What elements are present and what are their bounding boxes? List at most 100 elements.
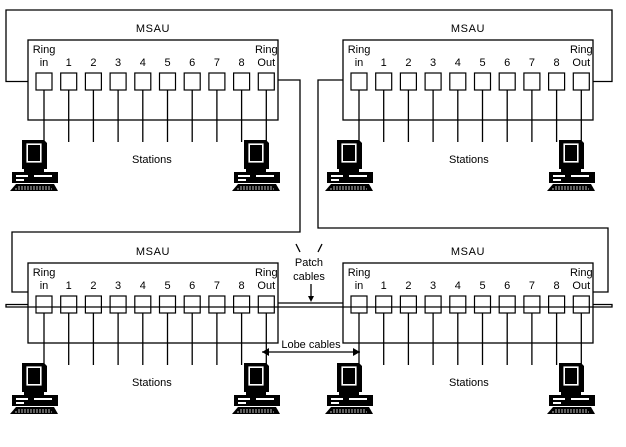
desktop-computer-icon: [546, 139, 596, 192]
port-3: [109, 72, 127, 91]
port-4-label: 4: [140, 57, 146, 69]
ring-out-port-label-line2: Out: [257, 280, 275, 292]
desktop-computer-icon: [231, 362, 281, 415]
port-6-label: 6: [189, 280, 195, 292]
msau-title: MSAU: [451, 246, 485, 258]
ring-out-port-label-line2: Out: [572, 57, 590, 69]
port-1-label: 1: [381, 280, 387, 292]
port-4-label: 4: [455, 57, 461, 69]
port-8: [547, 72, 566, 91]
port-4: [449, 72, 467, 91]
ring-in-port-label-line2: in: [40, 280, 49, 292]
ring-out-port-label: Ring: [255, 267, 278, 279]
port-4: [134, 295, 152, 314]
patch-cable-2: [317, 79, 609, 293]
port-8-label: 8: [239, 57, 245, 69]
port-2-label: 2: [405, 280, 411, 292]
port-7: [208, 72, 226, 91]
port-1: [60, 72, 78, 91]
port-7-label: 7: [214, 280, 220, 292]
ring-in-port-label: Ring: [348, 44, 371, 56]
ring-in-port-label: Ring: [348, 267, 371, 279]
port-2-label: 2: [90, 280, 96, 292]
desktop-computer-icon: [9, 362, 59, 415]
ring-out-port: [257, 72, 275, 91]
port-6-label: 6: [504, 280, 510, 292]
port-6: [498, 72, 516, 91]
port-2: [84, 295, 103, 314]
port-1: [375, 295, 393, 314]
port-5-label: 5: [479, 280, 485, 292]
bottom-ring-cable: [5, 303, 613, 308]
port-3-label: 3: [430, 57, 436, 69]
lobe-arrow-right: [353, 348, 360, 356]
patch-cables-label-line1: Patch: [295, 257, 323, 269]
port-6: [498, 295, 516, 314]
ring-in-port-label-line2: in: [40, 57, 49, 69]
stations-label-bottom-right: Stations: [449, 377, 489, 389]
port-4-label: 4: [455, 280, 461, 292]
port-8: [233, 295, 251, 314]
port-3-label: 3: [115, 280, 121, 292]
port-5: [158, 295, 177, 314]
ring-out-port-label: Ring: [570, 44, 593, 56]
patch-pointer-right: [317, 243, 323, 253]
patch-pointer-left: [295, 243, 301, 253]
ring-in-port: [350, 295, 368, 314]
msau-title: MSAU: [136, 23, 170, 35]
ring-in-port-label: Ring: [33, 44, 56, 56]
port-3: [424, 72, 442, 91]
ring-in-port-label-line2: in: [355, 57, 364, 69]
port-7-label: 7: [529, 280, 535, 292]
port-2: [399, 72, 417, 91]
desktop-computer-icon: [324, 362, 374, 415]
stations-label-top-right: Stations: [449, 154, 489, 166]
desktop-computer-icon: [9, 139, 59, 192]
port-7-label: 7: [529, 57, 535, 69]
ring-in-port: [35, 295, 53, 314]
port-6: [183, 295, 201, 314]
port-8-label: 8: [554, 57, 560, 69]
ring-out-port: [572, 295, 590, 314]
port-1: [375, 72, 393, 91]
port-7: [208, 295, 226, 314]
port-2-label: 2: [90, 57, 96, 69]
msau-title: MSAU: [451, 23, 485, 35]
port-5: [158, 72, 177, 91]
port-2: [84, 72, 103, 91]
port-8: [547, 295, 566, 314]
ring-out-port-label-line2: Out: [572, 280, 590, 292]
port-5-label: 5: [479, 57, 485, 69]
desktop-computer-icon: [546, 362, 596, 415]
port-4: [449, 295, 467, 314]
port-8-label: 8: [239, 280, 245, 292]
ring-out-port: [572, 72, 590, 91]
port-4-label: 4: [140, 280, 146, 292]
top-ring-cable: [5, 9, 613, 83]
port-5: [473, 295, 492, 314]
stations-label-top-left: Stations: [132, 154, 172, 166]
msau-title: MSAU: [136, 246, 170, 258]
desktop-computer-icon: [231, 139, 281, 192]
desktop-computer-icon: [324, 139, 374, 192]
port-7: [523, 295, 541, 314]
ring-in-port-label: Ring: [33, 267, 56, 279]
port-1-label: 1: [66, 280, 72, 292]
port-8: [233, 72, 251, 91]
ring-out-port-label: Ring: [570, 267, 593, 279]
port-6-label: 6: [189, 57, 195, 69]
port-1-label: 1: [381, 57, 387, 69]
port-6: [183, 72, 201, 91]
port-2-label: 2: [405, 57, 411, 69]
port-8-label: 8: [554, 280, 560, 292]
stations-label-bottom-left: Stations: [132, 377, 172, 389]
port-7-label: 7: [214, 57, 220, 69]
port-1-label: 1: [66, 57, 72, 69]
port-3: [109, 295, 127, 314]
port-1: [60, 295, 78, 314]
ring-out-port-label: Ring: [255, 44, 278, 56]
